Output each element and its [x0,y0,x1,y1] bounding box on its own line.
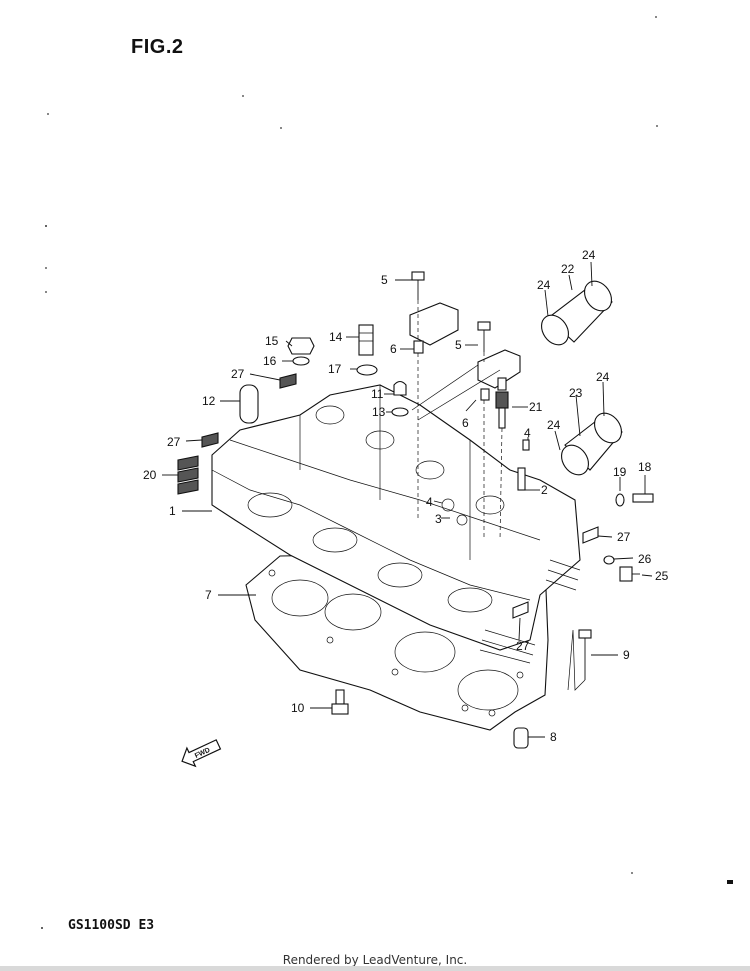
callout-17: 17 [328,362,342,376]
callout-24d: 24 [547,418,561,432]
callout-5b: 5 [455,338,462,352]
callout-11: 11 [371,387,384,401]
fwd-arrow-icon: FWD [181,739,222,768]
callout-24b: 24 [537,278,551,292]
callout-22: 22 [561,262,575,276]
callout-26: 26 [638,552,652,566]
cylinder-head [211,384,581,664]
leader-lines [162,261,653,738]
callout-9: 9 [623,648,630,662]
callout-6b: 6 [462,416,469,430]
callout-15: 15 [265,334,279,348]
hardware-parts [177,271,654,749]
callout-1: 1 [169,504,176,518]
figure-title: FIG.2 [131,36,184,58]
callout-5a: 5 [381,273,388,287]
callout-10: 10 [291,701,305,715]
callout-2: 2 [541,483,548,497]
callout-25: 25 [655,569,669,583]
scan-marks [41,16,733,929]
callout-6a: 6 [390,342,397,356]
callout-23: 23 [569,386,583,400]
model-code: GS1100SD E3 [68,918,155,933]
callout-20: 20 [143,468,157,482]
callout-16: 16 [263,354,277,368]
callout-8: 8 [550,730,557,744]
callout-18: 18 [638,460,652,474]
callout-27b: 27 [167,435,181,449]
callout-27c: 27 [617,530,631,544]
callout-4b: 4 [426,495,433,509]
callout-12: 12 [202,394,216,408]
callout-21: 21 [529,400,543,414]
callout-4a: 4 [524,426,531,440]
callout-7: 7 [205,588,212,602]
callout-19: 19 [613,465,627,479]
callout-13: 13 [372,405,386,419]
callout-3: 3 [435,512,442,526]
callout-24a: 24 [582,248,596,262]
callout-24c: 24 [596,370,610,384]
footer-bar [0,966,750,971]
callout-27a: 27 [231,367,245,381]
callout-14: 14 [329,330,343,344]
callout-27d: 27 [516,639,530,653]
callout-labels: 1 2 3 4 4 5 5 6 6 7 8 9 10 11 12 13 14 1… [143,248,669,744]
footer-credit: Rendered by LeadVenture, Inc. [282,953,468,967]
